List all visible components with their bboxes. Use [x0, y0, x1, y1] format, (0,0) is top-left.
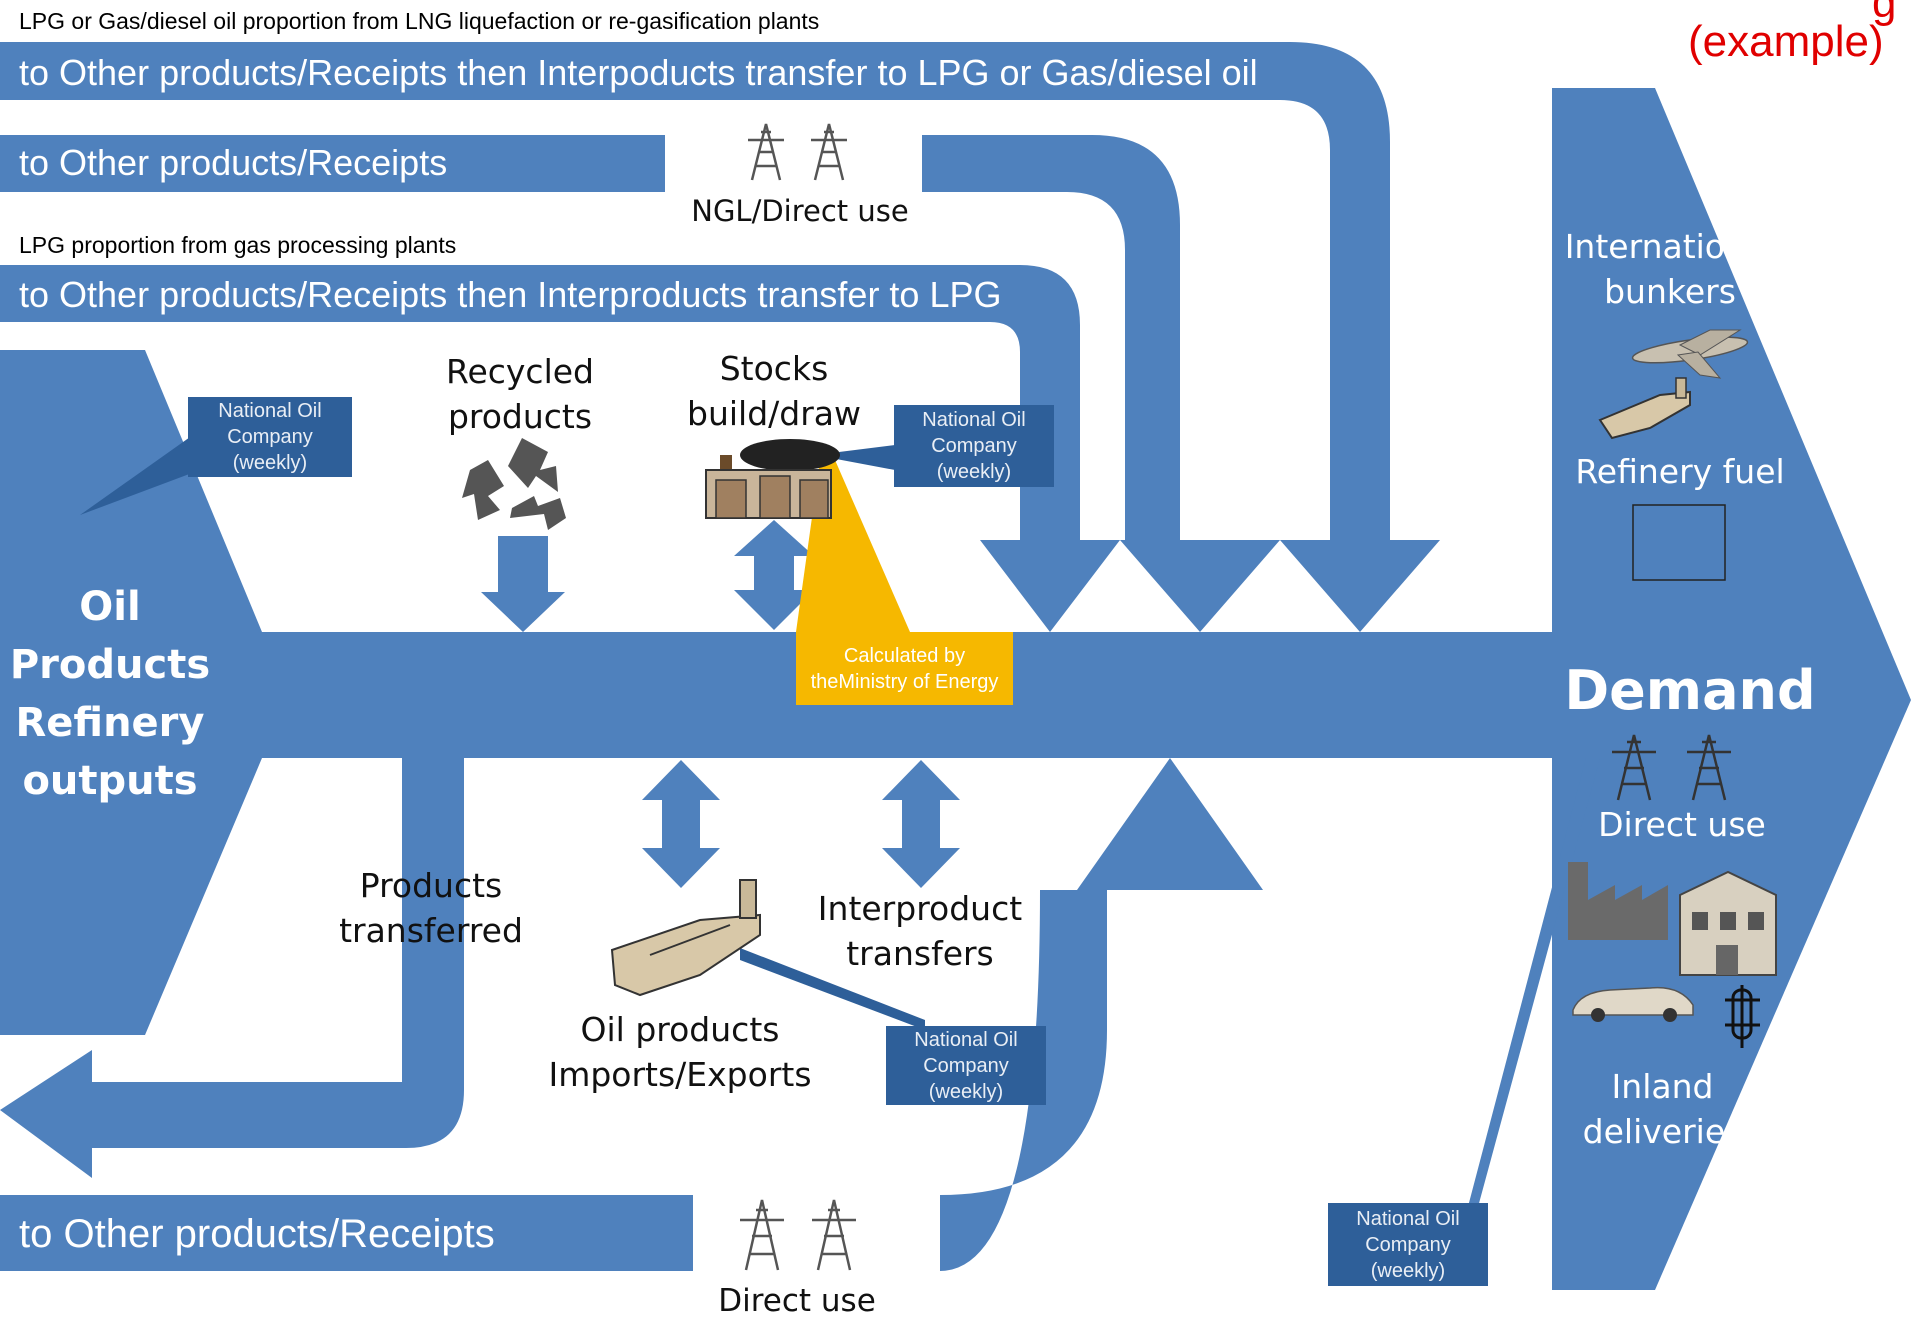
inland-line-2: deliveries	[1582, 1111, 1743, 1151]
top-band-1-label: to Other products/Receipts then Interpod…	[19, 52, 1258, 93]
pylon-icon	[1612, 734, 1731, 801]
recycle-icon	[462, 438, 566, 530]
top-band-3	[0, 265, 1120, 632]
source-label: Oil Products Refinery outputs	[0, 578, 220, 810]
recycled-line-1: Recycled	[446, 352, 594, 391]
bottom-band-right	[940, 758, 1263, 1271]
noc1-pointer	[80, 430, 200, 515]
gas-processing-note: LPG proportion from gas processing plant…	[19, 232, 457, 258]
top-band-2-right	[922, 135, 1280, 632]
calc-line-2: Ministry of Energy	[838, 670, 999, 693]
noc3-pointer	[740, 948, 925, 1030]
refinery-icon	[705, 439, 840, 519]
imports-exports-label: Oil products Imports/Exports	[540, 1008, 820, 1097]
bunkers-line-1: International	[1564, 227, 1776, 266]
imports-exports-line-2: Imports/Exports	[548, 1054, 812, 1094]
noc1-line-1: National Oil	[218, 400, 322, 422]
refinery-fuel-label: Refinery fuel	[1575, 452, 1785, 491]
noc3-line-2: Company	[923, 1054, 1009, 1077]
demand-label: Demand	[1564, 659, 1816, 722]
interproduct-line-1: Interproduct	[817, 889, 1023, 928]
recycled-label: Recycled products	[420, 350, 620, 439]
recycled-arrow	[481, 536, 565, 632]
noc3-line-3: (weekly)	[928, 1080, 1004, 1103]
refinery-fuel-placeholder	[1632, 504, 1726, 581]
top-band-2-left	[0, 135, 665, 192]
top-band-1	[0, 42, 1440, 632]
recycled-line-2: products	[447, 396, 593, 436]
international-bunkers-label: International bunkers	[1555, 225, 1785, 314]
ngl-direct-use-label: NGL/Direct use	[691, 194, 909, 228]
stocks-double-arrow	[734, 520, 814, 630]
top-band-2-label: to Other products/Receipts	[19, 142, 448, 183]
direct-use-bottom-label: Direct use	[718, 1283, 876, 1319]
car-icon	[1572, 986, 1694, 1022]
direct-use-right-label: Direct use	[1598, 805, 1766, 844]
house-icon	[1679, 870, 1777, 976]
noc2-line-1: National Oil	[922, 409, 1026, 431]
inland-deliveries-label: Inland deliveries	[1555, 1065, 1770, 1154]
interproduct-line-2: transfers	[846, 933, 994, 973]
bunkers-line-2: bunkers	[1604, 271, 1736, 311]
tanker-icon	[610, 879, 761, 997]
stocks-line-2: build/draw	[687, 393, 861, 433]
top-band-3-label: to Other products/Receipts then Interpro…	[19, 274, 1002, 315]
noc4-line-1: National Oil	[1356, 1207, 1460, 1230]
imports-exports-double-arrow	[642, 760, 720, 888]
title-example: (example)	[1688, 17, 1884, 66]
stocks-label: Stocks build/draw	[674, 347, 874, 436]
calc-line-1: Calculated by the	[810, 644, 966, 693]
products-transferred-line-2: transferred	[339, 910, 523, 950]
bottom-band-label: to Other products/Receipts	[19, 1212, 495, 1256]
airplane-icon	[1631, 329, 1749, 379]
inland-line-1: Inland	[1611, 1067, 1714, 1106]
noc2-pointer	[815, 445, 895, 470]
title-partial: g	[1872, 0, 1897, 27]
noc3-line-1: National Oil	[914, 1028, 1018, 1051]
bottom-band-left	[0, 1195, 693, 1271]
interproduct-double-arrow	[882, 760, 960, 888]
source-line-3: Refinery	[15, 700, 205, 746]
source-line-1: Oil	[79, 584, 141, 630]
factory-icon	[1568, 862, 1668, 940]
products-transferred-line-1: Products	[359, 866, 503, 905]
lng-note: LPG or Gas/diesel oil proportion from LN…	[19, 8, 820, 34]
noc1-line-2: Company	[227, 426, 313, 448]
interproduct-label: Interproduct transfers	[800, 887, 1040, 976]
source-funnel	[0, 350, 262, 1035]
noc1-line-3: (weekly)	[232, 452, 308, 474]
pipeline-icon	[1725, 985, 1760, 1048]
pylon-icon	[740, 1199, 856, 1271]
calculated-by-ministry-box: Calculated by theMinistry of Energy	[796, 632, 1013, 705]
source-line-4: outputs	[22, 758, 198, 804]
noc2-line-2: Company	[931, 435, 1017, 457]
noc4-line-3: (weekly)	[1370, 1259, 1446, 1282]
noc2-line-3: (weekly)	[936, 461, 1012, 483]
noc4-line-2: Company	[1365, 1233, 1451, 1256]
pylon-icon	[748, 123, 847, 181]
stocks-line-1: Stocks	[719, 349, 829, 388]
source-line-2: Products	[9, 642, 211, 688]
imports-exports-line-1: Oil products	[580, 1010, 780, 1049]
right-callout-line	[1465, 758, 1600, 1218]
products-transferred-label: Products transferred	[331, 864, 531, 953]
products-transferred-pipe	[0, 758, 464, 1178]
tanker-icon	[1598, 377, 1691, 440]
